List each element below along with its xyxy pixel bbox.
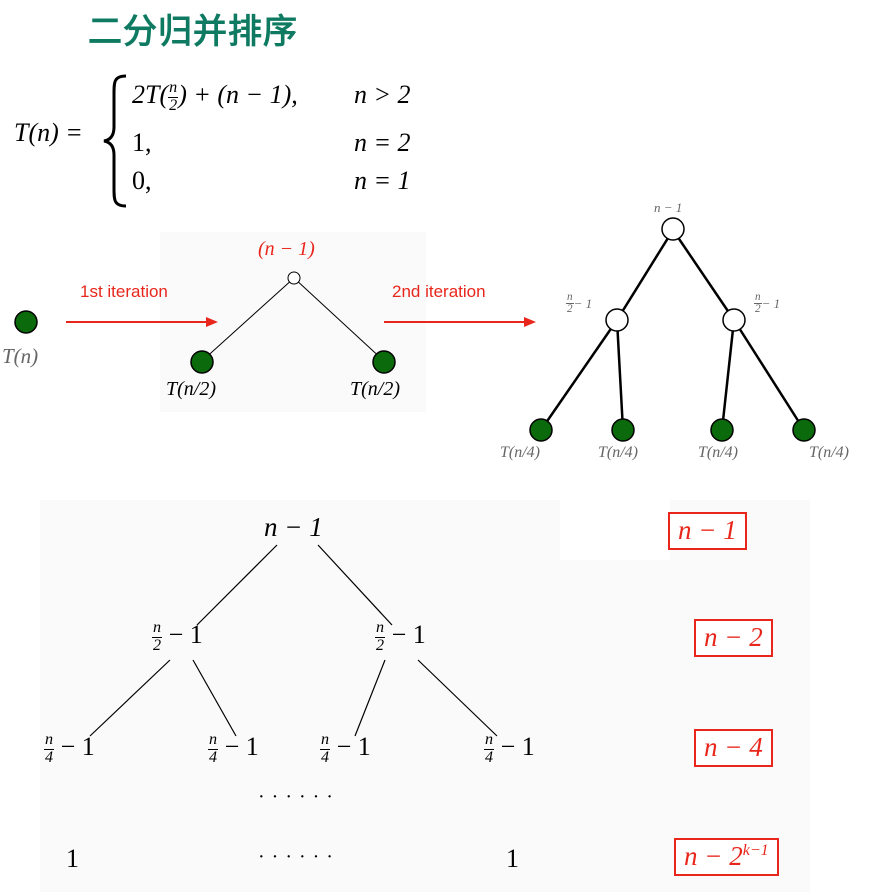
- node-l2-leaf-4: [792, 418, 816, 442]
- label-l2-leaf-2: T(n/4): [598, 444, 638, 461]
- label-l2-leaf-1: T(n/4): [500, 444, 540, 461]
- label-l1-right: T(n/2): [350, 378, 400, 400]
- level-sum-1: n − 2: [694, 619, 773, 657]
- label-l1-root: (n − 1): [258, 238, 315, 260]
- recurrence-lhs: T(n) =: [14, 118, 83, 147]
- node-l1-left: [190, 350, 214, 374]
- recurrence-brace: [103, 74, 127, 208]
- node-l1-right: [372, 350, 396, 374]
- edge-l2-b: [671, 229, 736, 321]
- node-tn: [14, 310, 38, 334]
- level-sum-2: n − 4: [694, 729, 773, 767]
- recurrence-cond3: n = 1: [354, 166, 411, 195]
- edge-b-rl: [354, 659, 386, 737]
- label-l2-leaf-4: T(n/4): [809, 444, 849, 461]
- edge-l2-a: [615, 229, 675, 321]
- recurrence-case2: 1,: [132, 128, 152, 157]
- edge-b-ll: [89, 659, 171, 737]
- edge-l2-e: [720, 319, 736, 431]
- edge-l1-right: [293, 277, 385, 362]
- edge-l2-c: [539, 319, 619, 431]
- edge-l2-f: [732, 319, 806, 431]
- label-2nd-iteration: 2nd iteration: [392, 282, 486, 301]
- label-l2-leaf-3: T(n/4): [698, 444, 738, 461]
- page-title: 二分归并排序: [88, 12, 298, 52]
- label-1st-iteration: 1st iteration: [80, 282, 168, 301]
- edge-b-rr: [417, 659, 498, 737]
- arrowhead-2: [524, 317, 536, 327]
- node-l2-leaf-1: [529, 418, 553, 442]
- node-l2-leaf-3: [710, 418, 734, 442]
- edge-l2-d: [615, 319, 625, 431]
- tree-dots-middle: · · · · · ·: [258, 786, 334, 808]
- node-l1-root: [287, 271, 301, 285]
- node-l2-mid-left: [605, 308, 629, 332]
- level-sum-k: n − 2k−1: [674, 838, 779, 876]
- edge-l1-left: [201, 277, 295, 362]
- recurrence-cond2: n = 2: [354, 128, 411, 157]
- label-l1-left: T(n/2): [166, 378, 216, 400]
- edge-b-root-left: [196, 544, 278, 626]
- tree-leaf-right: 1: [506, 844, 519, 873]
- node-l2-root: [661, 217, 685, 241]
- edge-b-lr: [192, 659, 237, 737]
- recurrence-case3: 0,: [132, 166, 152, 195]
- edge-b-root-right: [317, 544, 393, 626]
- tree-root: n − 1: [264, 512, 323, 542]
- label-tn: T(n): [2, 344, 39, 368]
- node-l2-mid-right: [722, 308, 746, 332]
- label-l2-root: n − 1: [654, 200, 683, 215]
- tree-dots-bottom: · · · · · ·: [258, 846, 334, 868]
- bottom-panel: [40, 500, 810, 892]
- level-sum-0: n − 1: [668, 512, 747, 550]
- node-l2-leaf-2: [611, 418, 635, 442]
- arrowhead-1: [206, 317, 218, 327]
- recurrence-cond1: n > 2: [354, 80, 411, 109]
- tree-leaf-left: 1: [66, 844, 79, 873]
